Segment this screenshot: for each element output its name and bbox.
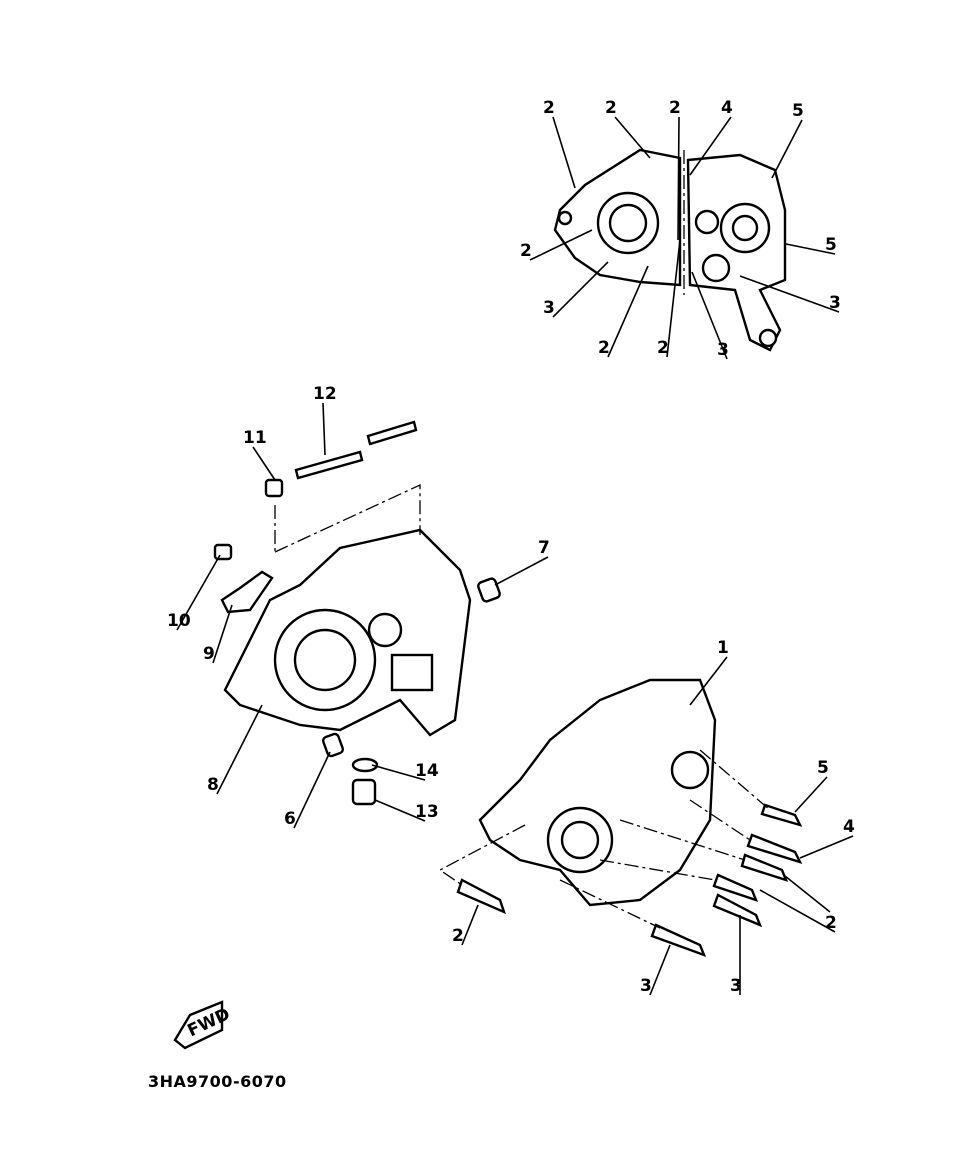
callout-4: 4 xyxy=(843,817,855,837)
leader-line xyxy=(607,265,649,358)
callout-12: 12 xyxy=(313,384,337,404)
part-code: 3HA9700-6070 xyxy=(148,1072,287,1091)
leader-line xyxy=(552,116,576,189)
leader-line xyxy=(677,116,680,241)
callout-3: 3 xyxy=(543,298,555,318)
leader-line xyxy=(649,944,671,996)
cover-plate-9 xyxy=(220,570,274,614)
callout-5: 5 xyxy=(817,758,829,778)
callout-6: 6 xyxy=(284,809,296,829)
leader-line xyxy=(799,835,854,859)
leader-line xyxy=(176,554,221,631)
leader-line xyxy=(461,904,479,946)
leader-line xyxy=(666,239,681,358)
callout-5: 5 xyxy=(792,101,804,121)
crankcase-right xyxy=(478,678,717,907)
leader-line xyxy=(689,116,732,176)
bolts xyxy=(438,749,803,958)
leader-line xyxy=(552,261,609,318)
leader-line xyxy=(216,704,263,795)
callout-2: 2 xyxy=(657,338,669,358)
callout-3: 3 xyxy=(717,340,729,360)
callout-9: 9 xyxy=(203,644,215,664)
leader-line xyxy=(252,446,276,481)
leader-line xyxy=(739,275,840,313)
leader-line xyxy=(614,116,651,159)
leader-line xyxy=(374,799,426,822)
callout-3: 3 xyxy=(640,976,652,996)
callout-1: 1 xyxy=(717,638,729,658)
leader-line xyxy=(529,229,593,261)
leader-line xyxy=(689,656,728,706)
leader-line xyxy=(794,776,828,813)
callout-2: 2 xyxy=(605,98,617,118)
crankcase-assembled-inset xyxy=(553,148,787,352)
callout-5: 5 xyxy=(825,235,837,255)
leader-line xyxy=(494,556,549,586)
leader-line xyxy=(784,875,831,913)
callout-2: 2 xyxy=(520,241,532,261)
callout-3: 3 xyxy=(829,293,841,313)
leader-line xyxy=(759,889,836,933)
callout-13: 13 xyxy=(415,802,439,822)
leader-line xyxy=(771,119,803,179)
callout-14: 14 xyxy=(415,761,439,781)
callout-8: 8 xyxy=(207,775,219,795)
pipe-12 xyxy=(264,420,418,498)
leader-line xyxy=(691,271,728,360)
callouts: 2 2 2 4 5 2 5 3 3 2 2 3 12 11 7 10 9 1 8 14 6 13 5 4 2 2 3 3 xyxy=(167,98,855,996)
callout-2: 2 xyxy=(825,913,837,933)
crankcase-left xyxy=(213,483,501,806)
callout-2: 2 xyxy=(452,926,464,946)
leader-line xyxy=(212,604,233,664)
callout-11: 11 xyxy=(243,428,267,448)
callout-2: 2 xyxy=(598,338,610,358)
callout-2: 2 xyxy=(669,98,681,118)
callout-10: 10 xyxy=(167,611,191,631)
callout-4: 4 xyxy=(721,98,733,118)
fwd-arrow-icon: FWD xyxy=(173,1000,233,1050)
leader-line xyxy=(293,751,331,829)
callout-2: 2 xyxy=(543,98,555,118)
leader-line xyxy=(322,402,326,456)
leader-line xyxy=(785,243,836,255)
callout-3: 3 xyxy=(730,976,742,996)
leader-line xyxy=(371,764,426,781)
callout-7: 7 xyxy=(538,538,550,558)
